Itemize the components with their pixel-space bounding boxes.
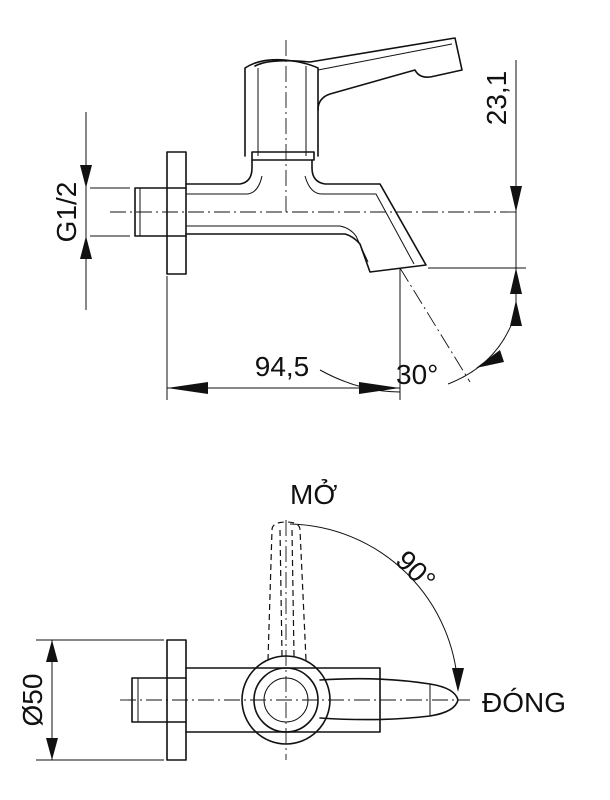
dim-rotation: 90° [289,523,464,692]
side-view: G1/2 23,1 94,5 30° [51,37,526,400]
side-body-spout [185,159,427,273]
top-view: Ø50 90° MỞ ĐÓNG [17,478,566,761]
dim-height: 23,1 [428,60,526,318]
top-lever-closed [319,677,459,721]
side-valve-collar [251,151,315,161]
dim-diameter: Ø50 [17,639,164,761]
dim-diameter-label: Ø50 [17,674,48,727]
top-lever-open [267,521,307,661]
dim-height-label: 23,1 [481,71,512,126]
dim-thread-label: G1/2 [51,182,82,243]
dim-length: 94,5 [166,268,401,400]
dim-thread-size: G1/2 [51,112,130,310]
label-open: MỞ [290,478,337,510]
dim-rotation-label: 90° [390,544,442,596]
dim-angle: 30° [319,300,522,393]
side-lever-handle [254,37,463,111]
side-threaded-inlet [134,187,187,237]
side-valve-head [244,58,319,157]
side-wall-flange [166,151,187,275]
dim-length-label: 94,5 [255,351,310,382]
label-close: ĐÓNG [482,687,566,718]
dim-angle-label: 30° [396,359,438,390]
